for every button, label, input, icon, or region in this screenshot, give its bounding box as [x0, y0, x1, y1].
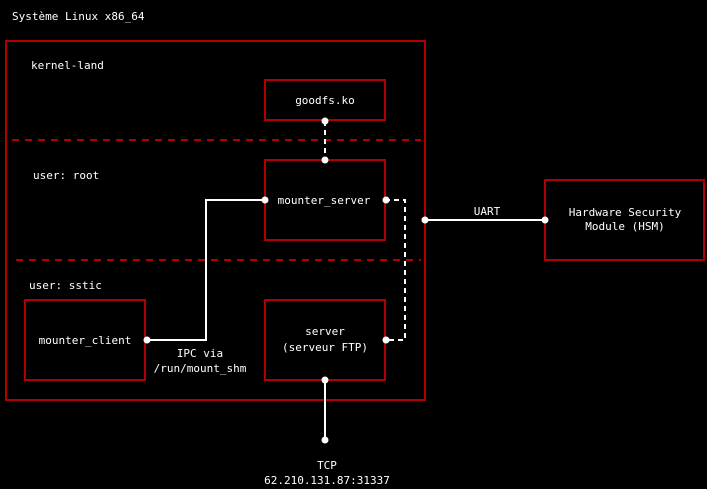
- ftp-bottom-port-dot: [321, 376, 329, 384]
- ipc-link: [147, 199, 265, 341]
- server-top-port-dot: [321, 156, 329, 164]
- mounter-server-label: mounter_server: [278, 194, 371, 207]
- ipc-label-2: /run/mount_shm: [154, 362, 247, 375]
- hsm-box: [544, 179, 705, 261]
- system-title: Système Linux x86_64: [12, 10, 145, 23]
- zone-label-kernel: kernel-land: [31, 59, 104, 72]
- zone-label-root: user: root: [33, 169, 99, 182]
- ipc-label-1: IPC via: [177, 347, 223, 360]
- ftp-server-label-2: (serveur FTP): [282, 341, 368, 354]
- tcp-label-2: 62.210.131.87:31337: [264, 474, 390, 487]
- server-ipc-port-dot: [261, 196, 269, 204]
- uart-left-port-dot: [421, 216, 429, 224]
- uart-right-port-dot: [541, 216, 549, 224]
- goodfs-label: goodfs.ko: [295, 94, 355, 107]
- hsm-label-1: Hardware Security: [569, 206, 682, 219]
- uart-label: UART: [474, 205, 501, 218]
- ftp-right-port-dot: [382, 336, 390, 344]
- zone-label-sstic: user: sstic: [29, 279, 102, 292]
- mounter-client-label: mounter_client: [39, 334, 132, 347]
- tcp-label-1: TCP: [317, 459, 337, 472]
- tcp-end-dot: [321, 436, 329, 444]
- goodfs-port-dot: [321, 117, 329, 125]
- ftp-server-label-1: server: [305, 325, 345, 338]
- server-ftp-link: [385, 199, 406, 341]
- server-right-port-dot: [382, 196, 390, 204]
- client-ipc-port-dot: [143, 336, 151, 344]
- hsm-label-2: Module (HSM): [585, 220, 664, 233]
- goodfs-box: [264, 79, 386, 121]
- mounter-client-box: [24, 299, 146, 381]
- ftp-server-box: [264, 299, 386, 381]
